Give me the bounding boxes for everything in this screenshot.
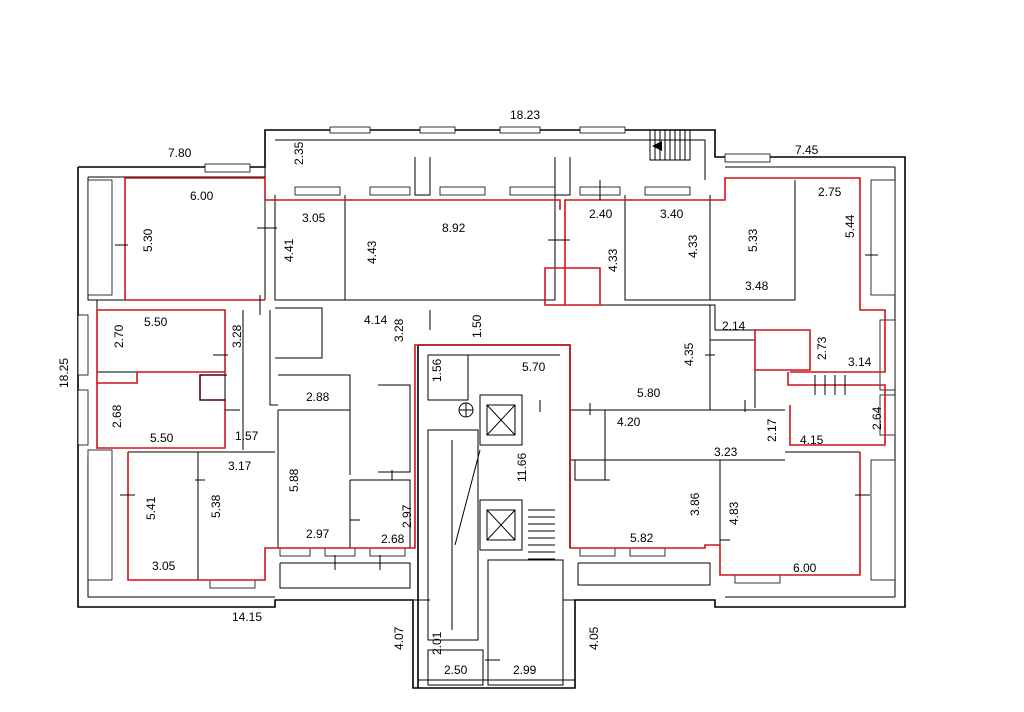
dimension-labels: 18.23 7.80 7.45 18.25 14.15 2.35 6.00 5.…: [57, 108, 884, 677]
dim-room-i-side: 1.57: [235, 429, 259, 443]
top-stair: [649, 129, 691, 161]
dim-room-a-w: 6.00: [190, 189, 214, 203]
dim-room-f-w: 3.48: [745, 279, 769, 293]
dim-room-e-h: 4.33: [686, 234, 700, 258]
door-marks: [115, 180, 878, 661]
dim-room-f-h: 5.33: [746, 228, 760, 252]
dim-room-k-w: 3.17: [228, 459, 252, 473]
dim-room-i-w: 5.50: [150, 431, 174, 445]
dim-room-d-w: 2.40: [589, 207, 613, 221]
dim-stair-h: 11.66: [515, 453, 529, 482]
dim-room-e-w: 3.40: [660, 207, 684, 221]
dim-room-g-w: 2.75: [818, 185, 842, 199]
dim-room-v-w: 6.00: [793, 561, 817, 575]
dim-room-c-w: 8.92: [442, 221, 466, 235]
dim-entry-a-h: 2.01: [430, 631, 444, 655]
dim-hall-a-h: 3.28: [392, 318, 406, 342]
dim-room-b-h: 4.41: [282, 238, 296, 262]
dim-top-left: 7.80: [168, 146, 192, 160]
dim-room-j: 2.88: [306, 390, 330, 404]
dim-room-l-h: 5.41: [144, 496, 158, 520]
dim-room-h-w: 5.50: [144, 315, 168, 329]
dim-left-overall: 18.25: [57, 358, 71, 388]
dim-room-t-h: 2.17: [765, 418, 779, 442]
dim-room-v-h: 4.83: [727, 501, 741, 525]
dim-room-r-h: 3.86: [688, 492, 702, 516]
dim-room-m-h: 5.38: [209, 494, 223, 518]
dim-room-q-w: 4.20: [617, 415, 641, 429]
dim-stair-top: 5.70: [522, 360, 546, 374]
dim-room-t-w: 4.15: [800, 433, 824, 447]
dim-room-i-h: 2.68: [110, 404, 124, 428]
dim-room-l-w: 3.05: [152, 559, 176, 573]
dim-room-u-w: 3.23: [714, 445, 738, 459]
dim-room-d-h: 4.33: [606, 248, 620, 272]
dim-room-a-h: 5.30: [141, 228, 155, 252]
dim-entry-b-w: 2.99: [513, 663, 537, 677]
dim-room-n-w: 2.97: [306, 527, 330, 541]
dim-room-r-w: 5.82: [630, 531, 654, 545]
dim-room-t-side: 2.64: [870, 406, 884, 430]
dim-entry-a-w: 2.50: [444, 663, 468, 677]
dim-hall-b-h: 1.50: [470, 314, 484, 338]
dim-room-s-w: 2.14: [722, 319, 746, 333]
dim-room-p-h: 4.35: [682, 342, 696, 366]
dim-room-n-h: 5.88: [287, 468, 301, 492]
dim-room-s-side: 3.14: [848, 355, 872, 369]
dim-room-o-w: 2.68: [381, 532, 405, 546]
dim-room-c-h: 4.43: [365, 240, 379, 264]
dim-room-h-side: 3.28: [230, 324, 244, 348]
dim-entry-right-h: 4.05: [587, 626, 601, 650]
dim-entry-left-h: 4.07: [392, 626, 406, 650]
dim-room-p-w: 5.80: [637, 386, 661, 400]
dim-bottom-left: 14.15: [232, 610, 262, 624]
dim-room-s-h: 2.73: [815, 336, 829, 360]
dim-room-b-w: 3.05: [302, 211, 326, 225]
dim-room-o-h: 2.97: [400, 504, 414, 528]
outer-walls: [77, 126, 906, 689]
dim-room-h-h: 2.70: [112, 324, 126, 348]
dim-stair-side: 1.56: [430, 358, 444, 382]
dim-top-right: 7.45: [795, 143, 819, 157]
highlighted-units: [96, 177, 886, 581]
dim-room-g-h: 5.44: [843, 214, 857, 238]
dim-corridor-top: 2.35: [292, 141, 306, 165]
dim-top-overall: 18.23: [510, 108, 540, 122]
dim-hall-a-w: 4.14: [364, 313, 388, 327]
